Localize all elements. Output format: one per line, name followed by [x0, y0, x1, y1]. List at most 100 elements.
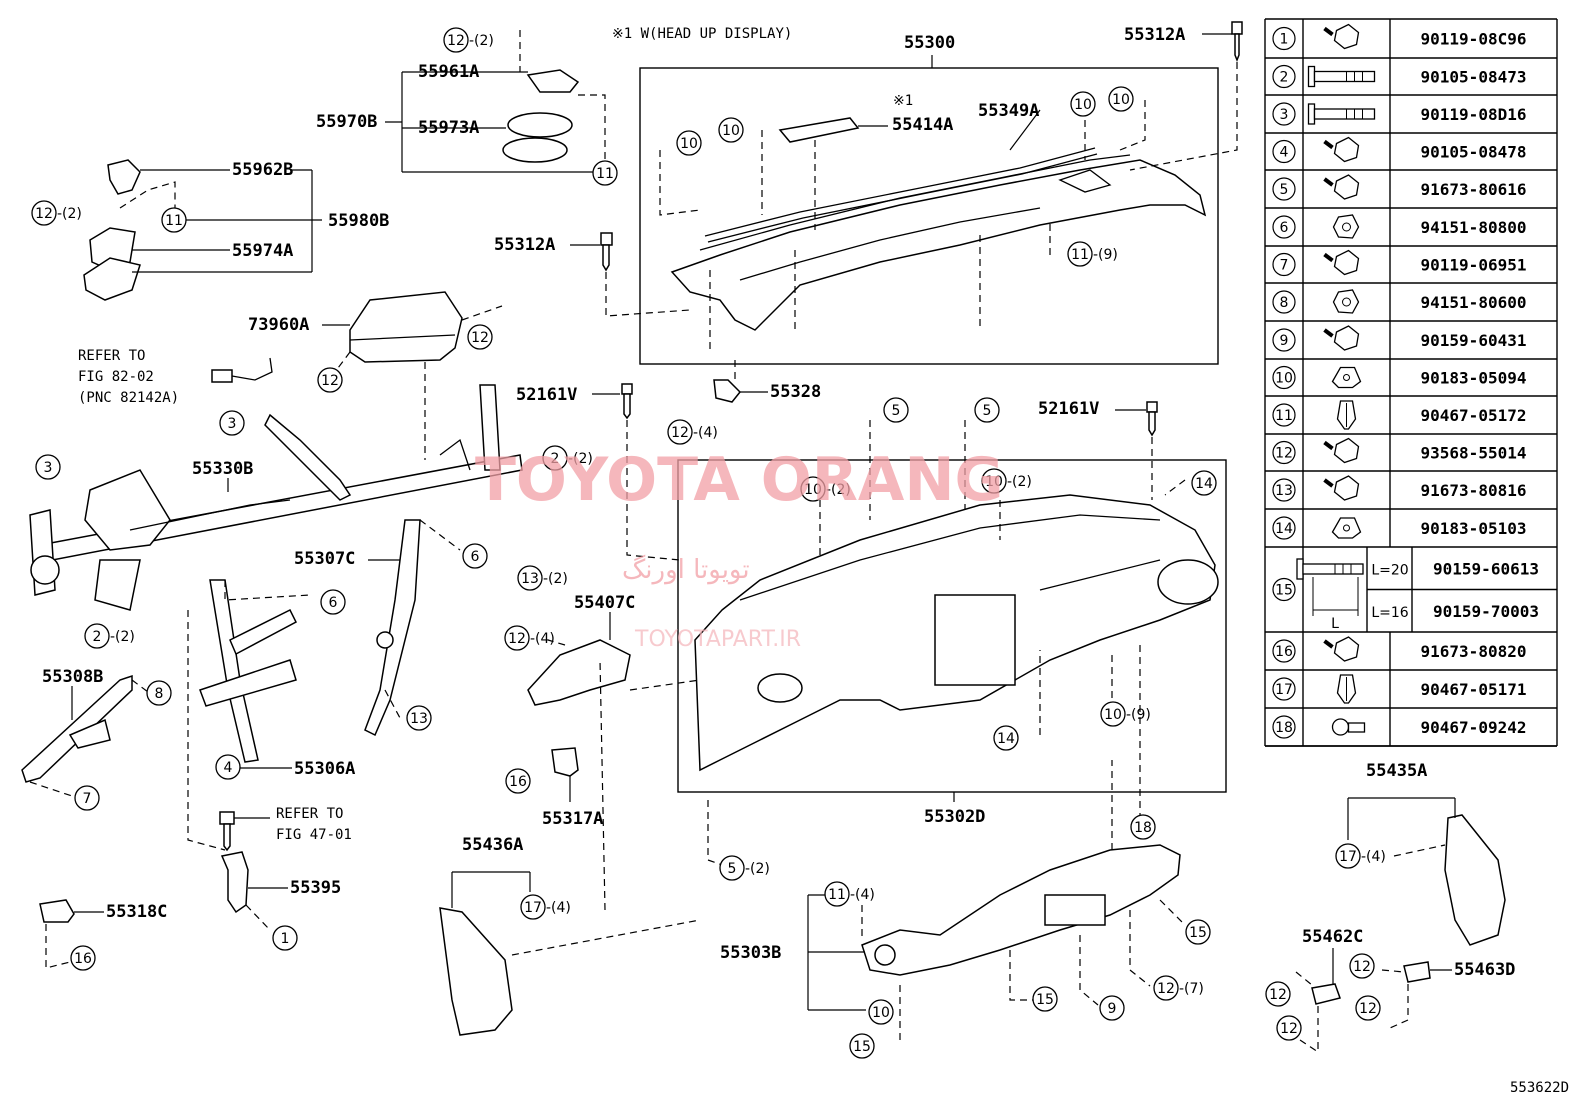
brace-55308B[interactable]	[21, 674, 133, 783]
callout-c8[interactable]: 8	[146, 680, 172, 706]
callout-c12-4-a[interactable]: 12-(4)	[667, 419, 718, 445]
callout-c5-2[interactable]: 5-(2)	[719, 855, 770, 881]
brace-55307C[interactable]	[364, 519, 421, 737]
callout-c2-2-b[interactable]: 2-(2)	[84, 623, 135, 649]
airbag-73960A[interactable]	[349, 291, 463, 363]
bracket-55395[interactable]	[220, 851, 249, 914]
upper-dashboard-panel[interactable]	[670, 154, 1207, 331]
callout-c15-c[interactable]: 15	[849, 1033, 875, 1059]
callout-c10-2-a[interactable]: 10-(2)	[800, 476, 851, 502]
callout-c14-a[interactable]: 14	[1191, 470, 1217, 496]
callout-c11-4[interactable]: 11-(4)	[824, 881, 875, 907]
callout-c11-9[interactable]: 11-(9)	[1067, 241, 1118, 267]
callout-c12-7[interactable]: 12-(7)	[1153, 975, 1204, 1001]
callout-c17-4-a[interactable]: 17-(4)	[520, 894, 571, 920]
clip-55312A-top[interactable]	[1231, 21, 1243, 63]
callout-c13-2[interactable]: 13-(2)	[517, 565, 568, 591]
callout-c12-c[interactable]: 12	[1265, 981, 1291, 1007]
part-55308B[interactable]: 55308B	[42, 667, 103, 687]
part-55962B[interactable]: 55962B	[232, 160, 293, 180]
callout-c1[interactable]: 1	[272, 925, 298, 951]
callout-c10-2-b[interactable]: 10-(2)	[981, 468, 1032, 494]
callout-c15-a[interactable]: 15	[1185, 919, 1211, 945]
defroster-strip[interactable]	[704, 147, 1096, 237]
seal-55974A[interactable]	[83, 227, 141, 301]
part-55307C[interactable]: 55307C	[294, 549, 355, 569]
part-55435A[interactable]: 55435A	[1366, 761, 1427, 781]
callout-c10-c[interactable]: 10	[1070, 91, 1096, 117]
part-55306A[interactable]: 55306A	[294, 759, 355, 779]
callout-c10-9[interactable]: 10-(9)	[1100, 701, 1151, 727]
under-cover-55303B[interactable]	[861, 844, 1181, 976]
callout-c3-a[interactable]: 3	[219, 410, 245, 436]
part-55395[interactable]: 55395	[290, 878, 341, 898]
bracket-55462C[interactable]	[1311, 983, 1341, 1005]
side-cover-55436A[interactable]	[439, 907, 513, 1036]
callout-c7[interactable]: 7	[74, 785, 100, 811]
brace-55306A[interactable]	[199, 579, 297, 763]
callout-c10-a[interactable]: 10	[676, 130, 702, 156]
callout-c10-e[interactable]: 10	[868, 999, 894, 1025]
part-55302D[interactable]: 55302D	[924, 807, 985, 827]
callout-c12-2-left[interactable]: 12-(2)	[31, 200, 82, 226]
part-52161V-right[interactable]: 52161V	[1038, 399, 1099, 419]
bolt-52161V-left[interactable]	[621, 383, 633, 420]
bracket-55407C[interactable]	[527, 639, 631, 706]
part-52161V-left[interactable]: 52161V	[516, 385, 577, 405]
callout-c4[interactable]: 4	[215, 754, 241, 780]
part-55970B[interactable]: 55970B	[316, 112, 377, 132]
callout-c12-a[interactable]: 12	[467, 324, 493, 350]
bolt-refer-47-01[interactable]	[219, 811, 235, 852]
part-55463D[interactable]: 55463D	[1454, 960, 1515, 980]
part-55317A[interactable]: 55317A	[542, 809, 603, 829]
callout-c17-4-b[interactable]: 17-(4)	[1335, 843, 1386, 869]
part-55436A[interactable]: 55436A	[462, 835, 523, 855]
bolt-52161V-right[interactable]	[1146, 401, 1158, 437]
callout-c12-f[interactable]: 12	[1276, 1015, 1302, 1041]
part-55312A-top[interactable]: 55312A	[1124, 25, 1185, 45]
callout-c11-a[interactable]: 11	[592, 160, 618, 186]
part-55318C[interactable]: 55318C	[106, 902, 167, 922]
callout-c2-2-a[interactable]: 2-(2)	[542, 445, 593, 471]
part-55407C[interactable]: 55407C	[574, 593, 635, 613]
callout-c6-a[interactable]: 6	[462, 543, 488, 569]
part-55328[interactable]: 55328	[770, 382, 821, 402]
part-55980B[interactable]: 55980B	[328, 211, 389, 231]
callout-c12-d[interactable]: 12	[1349, 953, 1375, 979]
callout-c10-d[interactable]: 10	[1108, 86, 1134, 112]
bracket-55961A[interactable]	[526, 69, 580, 93]
callout-c6-b[interactable]: 6	[320, 589, 346, 615]
part-55973A[interactable]: 55973A	[418, 118, 479, 138]
seal-55973A[interactable]	[502, 112, 573, 163]
clip-55318C[interactable]	[39, 899, 75, 923]
callout-c12-2-top[interactable]: 12-(2)	[443, 27, 494, 53]
part-73960A[interactable]: 73960A	[248, 315, 309, 335]
callout-c15-b[interactable]: 15	[1032, 986, 1058, 1012]
part-55300[interactable]: 55300	[904, 33, 955, 53]
bracket-55463D[interactable]	[1403, 961, 1431, 983]
part-55349A[interactable]: 55349A	[978, 101, 1039, 121]
callout-c5-a[interactable]: 5	[883, 397, 909, 423]
instrument-panel-55302D[interactable]	[694, 494, 1219, 772]
part-55330B[interactable]: 55330B	[192, 459, 253, 479]
bracket-55328[interactable]	[713, 379, 742, 403]
callout-c5-b[interactable]: 5	[974, 397, 1000, 423]
callout-c11-b[interactable]: 11	[161, 207, 187, 233]
clip-55962B[interactable]	[107, 159, 141, 195]
callout-c14-b[interactable]: 14	[993, 725, 1019, 751]
callout-c12-b[interactable]: 12	[317, 367, 343, 393]
callout-c12-4-b[interactable]: 12-(4)	[504, 625, 555, 651]
part-55414A[interactable]: 55414A	[892, 115, 953, 135]
part-55974A[interactable]: 55974A	[232, 241, 293, 261]
part-55462C[interactable]: 55462C	[1302, 927, 1363, 947]
callout-c12-e[interactable]: 12	[1355, 995, 1381, 1021]
steering-support-55330B[interactable]	[29, 384, 523, 611]
part-55312A-mid[interactable]: 55312A	[494, 235, 555, 255]
side-cover-55435A[interactable]	[1444, 814, 1506, 946]
hud-cover[interactable]	[778, 117, 860, 143]
callout-c9[interactable]: 9	[1099, 995, 1125, 1021]
part-55303B[interactable]: 55303B	[720, 943, 781, 963]
callout-c16-b[interactable]: 16	[70, 945, 96, 971]
callout-c18[interactable]: 18	[1130, 814, 1156, 840]
clip-55312A-mid[interactable]	[600, 232, 613, 272]
